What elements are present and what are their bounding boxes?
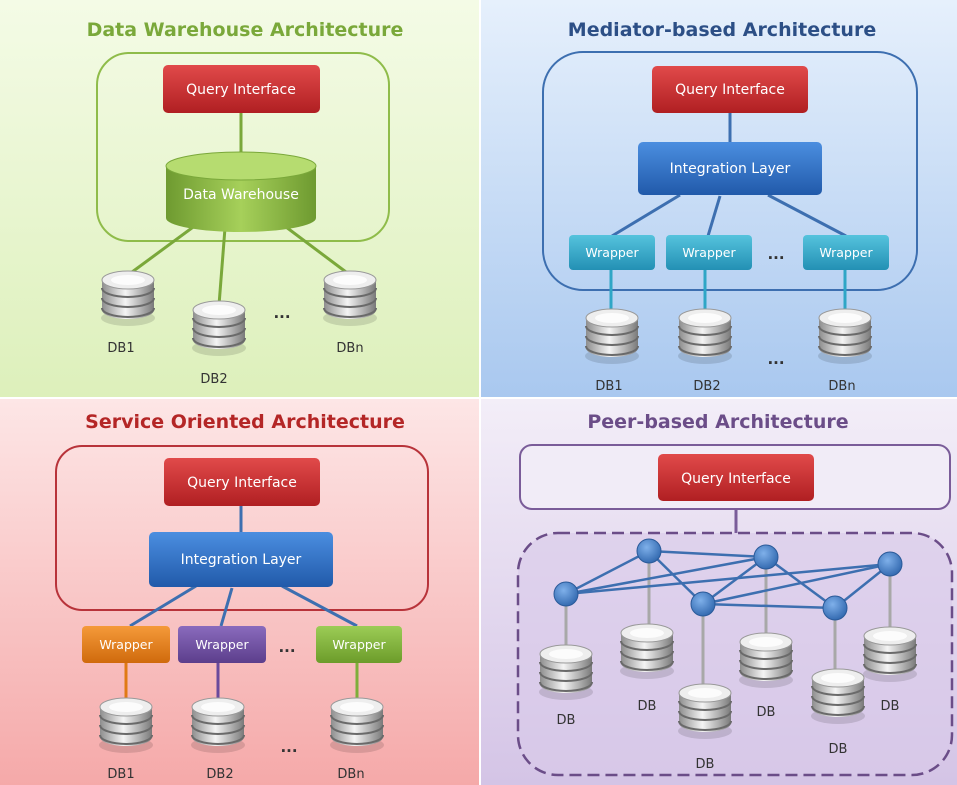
connector bbox=[611, 193, 681, 238]
db-label: DB bbox=[757, 705, 776, 720]
database-icon bbox=[98, 697, 154, 754]
mediator-container bbox=[542, 51, 918, 291]
connector bbox=[219, 587, 234, 627]
db-label: DB2 bbox=[206, 767, 233, 782]
panel-title: Peer-based Architecture bbox=[587, 411, 848, 433]
wrapper-box: Wrapper bbox=[316, 626, 402, 663]
soa-container bbox=[55, 445, 429, 611]
data-warehouse-cylinder: Data Warehouse bbox=[165, 151, 317, 232]
wrapper-box: Wrapper bbox=[666, 235, 752, 270]
database-icon bbox=[677, 308, 733, 365]
wrapper-box: Wrapper bbox=[82, 626, 170, 663]
wrapper-label: Wrapper bbox=[195, 637, 249, 652]
query-interface-box: Query Interface bbox=[164, 458, 320, 506]
db-label: DB bbox=[696, 757, 715, 772]
integration-layer-label: Integration Layer bbox=[670, 161, 791, 177]
query-interface-box: Query Interface bbox=[652, 66, 808, 113]
database-icon bbox=[322, 270, 378, 327]
panel-mediator: Mediator-based Architecture Query Interf… bbox=[542, 19, 918, 394]
db-label: DBn bbox=[336, 341, 363, 356]
database-icon bbox=[538, 644, 594, 701]
db-label: DB1 bbox=[107, 767, 134, 782]
data-warehouse-label: Data Warehouse bbox=[183, 187, 299, 203]
panel-title: Service Oriented Architecture bbox=[85, 411, 405, 433]
db-label: DB bbox=[557, 713, 576, 728]
database-icon bbox=[810, 668, 866, 725]
peer-edges bbox=[565, 549, 891, 610]
connector bbox=[129, 584, 197, 628]
connector bbox=[281, 222, 351, 277]
panel-data-warehouse: Data Warehouse Architecture Query Interf… bbox=[87, 19, 404, 387]
db-label: DBn bbox=[828, 379, 855, 394]
connector bbox=[217, 227, 227, 306]
integration-layer-label: Integration Layer bbox=[181, 552, 302, 568]
db-label: DB bbox=[829, 742, 848, 757]
peer-node bbox=[877, 551, 903, 577]
db-label: DB1 bbox=[595, 379, 622, 394]
ellipsis: ... bbox=[280, 738, 297, 756]
database-icon bbox=[329, 697, 385, 754]
db-label: DB2 bbox=[200, 372, 227, 387]
connector bbox=[127, 220, 201, 277]
ellipsis: ... bbox=[767, 350, 784, 368]
wrapper-label: Wrapper bbox=[585, 245, 639, 260]
database-icon bbox=[862, 626, 918, 683]
ellipsis: ... bbox=[273, 304, 290, 322]
integration-layer-box: Integration Layer bbox=[638, 142, 822, 195]
panel-title: Mediator-based Architecture bbox=[568, 19, 876, 41]
wrapper-label: Wrapper bbox=[332, 637, 386, 652]
peer-node bbox=[690, 591, 716, 617]
ellipsis: ... bbox=[278, 638, 295, 656]
panel-soa: Service Oriented Architecture Query Inte… bbox=[55, 411, 429, 782]
database-icon bbox=[191, 300, 247, 357]
connector bbox=[706, 195, 722, 237]
peer-node bbox=[553, 581, 579, 607]
panel-peer: Peer-based Architecture Query Interface bbox=[516, 411, 954, 777]
wrapper-label: Wrapper bbox=[819, 245, 873, 260]
ellipsis: ... bbox=[767, 245, 784, 263]
connector bbox=[281, 584, 358, 628]
query-interface-box: Query Interface bbox=[658, 454, 814, 501]
peer-node bbox=[753, 544, 779, 570]
wrapper-label: Wrapper bbox=[99, 637, 153, 652]
panel-title: Data Warehouse Architecture bbox=[87, 19, 404, 41]
db-label: DB bbox=[881, 699, 900, 714]
wrapper-box: Wrapper bbox=[803, 235, 889, 270]
database-icon bbox=[738, 632, 794, 689]
connector bbox=[767, 193, 847, 238]
wrapper-label: Wrapper bbox=[682, 245, 736, 260]
db-label: DBn bbox=[337, 767, 364, 782]
query-interface-box: Query Interface bbox=[163, 65, 320, 113]
query-interface-label: Query Interface bbox=[186, 82, 296, 98]
peer-node bbox=[822, 595, 848, 621]
warehouse-container bbox=[96, 52, 390, 242]
integration-layer-box: Integration Layer bbox=[149, 532, 333, 587]
database-icon bbox=[190, 697, 246, 754]
database-icon bbox=[584, 308, 640, 365]
query-interface-label: Query Interface bbox=[187, 475, 297, 491]
query-interface-label: Query Interface bbox=[681, 471, 791, 487]
database-icon bbox=[100, 270, 156, 327]
wrapper-box: Wrapper bbox=[569, 235, 655, 270]
database-icon bbox=[817, 308, 873, 365]
query-interface-label: Query Interface bbox=[675, 82, 785, 98]
wrapper-box: Wrapper bbox=[178, 626, 266, 663]
peer-node bbox=[636, 538, 662, 564]
db-label: DB2 bbox=[693, 379, 720, 394]
db-label: DB bbox=[638, 699, 657, 714]
database-icon bbox=[619, 623, 675, 680]
database-icon bbox=[677, 683, 733, 740]
db-label: DB1 bbox=[107, 341, 134, 356]
